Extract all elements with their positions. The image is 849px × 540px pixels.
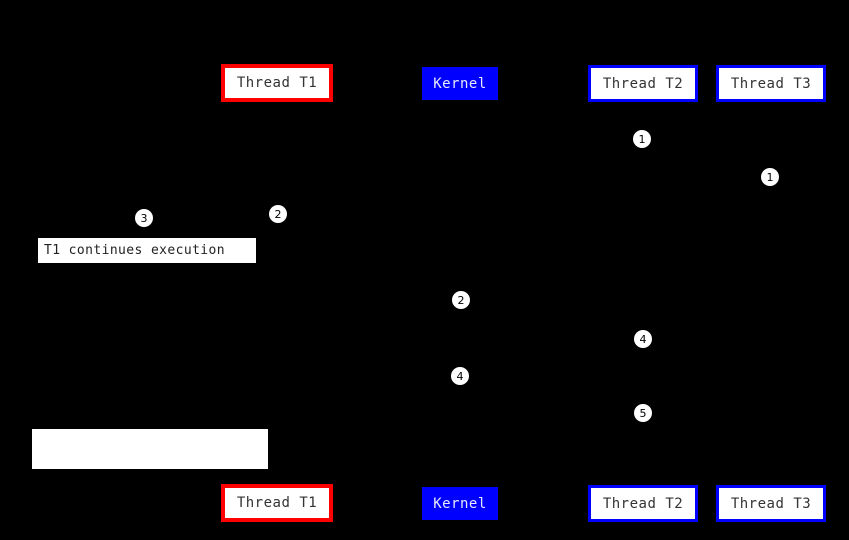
participant-header-thread-t2[interactable]: Thread T2 (588, 65, 698, 102)
lifeline-thread-t2 (643, 102, 644, 485)
note-blank-bottom-left[interactable] (32, 429, 268, 469)
lifeline-thread-t1 (277, 102, 278, 484)
step-marker-t1-2[interactable]: 2 (269, 205, 287, 223)
message-arrow-t2-to-kernel (460, 300, 643, 301)
participant-header-kernel[interactable]: Kernel (422, 67, 498, 100)
step-marker-kernel-4[interactable]: 4 (451, 367, 469, 385)
participant-label-thread-t1-footer: Thread T1 (236, 495, 318, 511)
step-marker-t3-1[interactable]: 1 (761, 168, 779, 186)
message-arrow-kernel-to-t1 (277, 214, 460, 215)
participant-label-kernel: Kernel (433, 75, 487, 92)
message-arrow-kernel-to-t2 (460, 376, 643, 377)
participant-footer-thread-t3[interactable]: Thread T3 (716, 485, 826, 522)
participant-label-thread-t3-footer: Thread T3 (730, 495, 812, 512)
participant-footer-kernel[interactable]: Kernel (422, 487, 498, 520)
step-marker-t2-4[interactable]: 4 (634, 330, 652, 348)
step-marker-t1-3[interactable]: 3 (135, 209, 153, 227)
note-text-t1-continues: T1 continues execution (44, 243, 225, 258)
step-marker-label-kernel-4: 4 (456, 369, 464, 383)
step-marker-label-t1-3: 3 (140, 211, 148, 225)
participant-label-thread-t3: Thread T3 (730, 75, 812, 92)
participant-footer-thread-t1[interactable]: Thread T1 (221, 484, 333, 522)
step-marker-label-t1-2: 2 (274, 207, 282, 221)
participant-label-thread-t2-footer: Thread T2 (602, 495, 684, 512)
step-marker-label-t3-1: 1 (766, 170, 774, 184)
step-marker-label-t2-4: 4 (639, 332, 647, 346)
step-marker-label-t2-1: 1 (638, 132, 646, 146)
participant-label-thread-t2: Thread T2 (602, 75, 684, 92)
participant-header-thread-t1[interactable]: Thread T1 (221, 64, 333, 102)
step-marker-t2-5[interactable]: 5 (634, 404, 652, 422)
message-arrow-t3-to-t2 (643, 148, 771, 149)
lifeline-thread-t3 (771, 102, 772, 485)
note-t1-continues-execution[interactable]: T1 continues execution (37, 237, 257, 264)
participant-label-thread-t1: Thread T1 (236, 75, 318, 91)
participant-footer-thread-t2[interactable]: Thread T2 (588, 485, 698, 522)
step-marker-kernel-2[interactable]: 2 (452, 291, 470, 309)
step-marker-label-t2-5: 5 (639, 406, 647, 420)
participant-header-thread-t3[interactable]: Thread T3 (716, 65, 826, 102)
step-marker-label-kernel-2: 2 (457, 293, 465, 307)
step-marker-t2-1[interactable]: 1 (633, 130, 651, 148)
participant-label-kernel-footer: Kernel (433, 495, 487, 512)
